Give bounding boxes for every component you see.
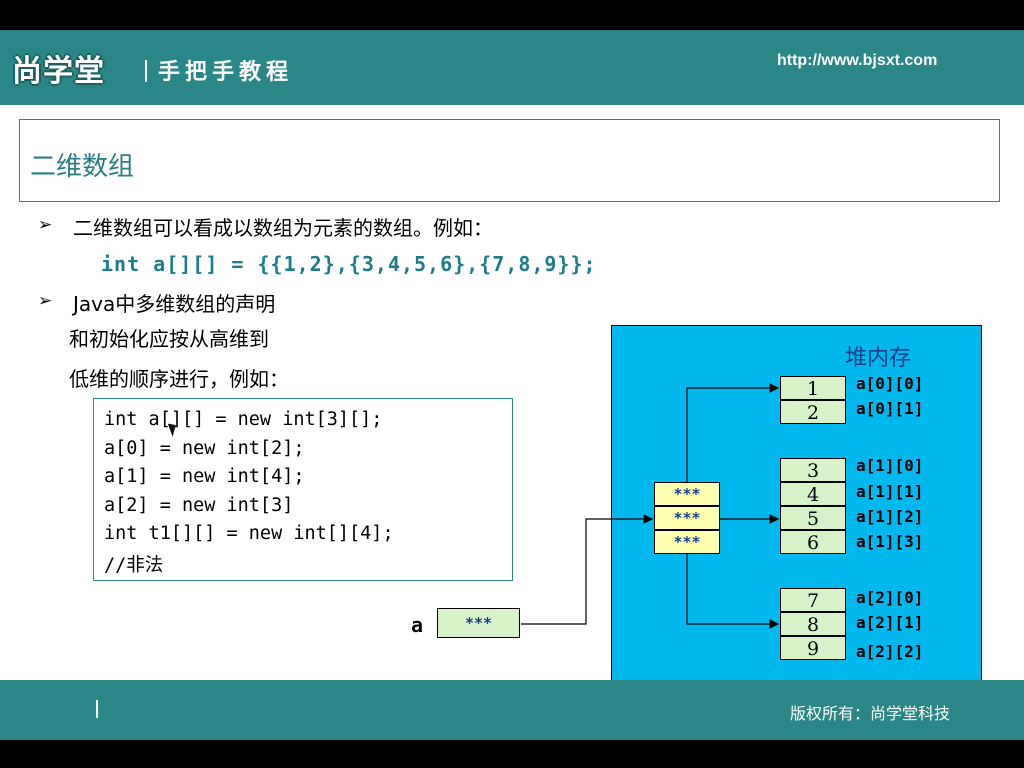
cell-label: a[1][1] xyxy=(856,482,924,501)
header-bar: 尚学堂 手把手教程 http://www.bjsxt.com xyxy=(0,30,1024,105)
bullet-arrow-icon: ➢ xyxy=(38,291,53,311)
heap-cell: 2 xyxy=(780,400,846,424)
heap-cell: 6 xyxy=(780,530,846,554)
code-line: a[2] = new int[3] xyxy=(104,495,294,516)
code-comment: //非法 xyxy=(104,555,164,576)
code-example: int a[][] = {{1,2},{3,4,5,6},{7,8,9}}; xyxy=(101,252,597,276)
footer-bar: 版权所有：尚学堂科技 xyxy=(0,680,1024,740)
variable-box: *** xyxy=(437,608,520,638)
copyright-text: 版权所有：尚学堂科技 xyxy=(790,704,951,723)
variable-name: a xyxy=(411,613,424,637)
heap-cell: 4 xyxy=(780,482,846,506)
pointer-cell: *** xyxy=(654,482,720,506)
bullet-text-2-line-2: 和初始化应按从高维到 xyxy=(69,327,269,351)
heap-cell: 8 xyxy=(780,612,846,636)
header-url: http://www.bjsxt.com xyxy=(777,52,938,69)
cell-label: a[0][0] xyxy=(856,374,924,393)
cell-label: a[0][1] xyxy=(856,399,924,418)
heap-cell: 3 xyxy=(780,458,846,482)
bullet-arrow-icon: ➢ xyxy=(38,215,53,235)
heap-cell: 5 xyxy=(780,506,846,530)
heap-cell: 7 xyxy=(780,588,846,612)
header-divider xyxy=(145,60,147,82)
cell-label: a[1][2] xyxy=(856,507,924,526)
title-box: 二维数组 xyxy=(19,119,1000,202)
logo: 尚学堂 xyxy=(12,54,105,89)
header-tagline: 手把手教程 xyxy=(158,60,294,85)
cell-label: a[2][2] xyxy=(856,642,924,661)
cell-label: a[1][3] xyxy=(856,532,924,551)
code-line: int t1[][] = new int[][4]; xyxy=(104,523,394,544)
bullet-text-2-line-3: 低维的顺序进行，例如： xyxy=(69,367,289,391)
bullet-text-1: 二维数组可以看成以数组为元素的数组。例如： xyxy=(73,216,493,240)
cell-label: a[2][1] xyxy=(856,613,924,632)
heap-cell: 1 xyxy=(780,376,846,400)
pointer-cell: *** xyxy=(654,506,720,530)
code-line: a[1] = new int[4]; xyxy=(104,466,305,487)
heap-title: 堆内存 xyxy=(845,346,912,371)
heap-cell: 9 xyxy=(780,636,846,660)
slide: 尚学堂 手把手教程 http://www.bjsxt.com 二维数组 ➢ 二维… xyxy=(0,30,1024,740)
slide-title: 二维数组 xyxy=(30,152,135,182)
code-line: int a[][] = new int[3][]; xyxy=(104,409,383,430)
code-line: a[0] = new int[2]; xyxy=(104,438,305,459)
footer-divider xyxy=(96,700,98,718)
cell-label: a[2][0] xyxy=(856,588,924,607)
code-box: int a[][] = new int[3][]; a[0] = new int… xyxy=(93,398,513,581)
cell-label: a[1][0] xyxy=(856,456,924,475)
pointer-cell: *** xyxy=(654,530,720,554)
bullet-text-2-line-1: Java中多维数组的声明 xyxy=(73,292,276,316)
